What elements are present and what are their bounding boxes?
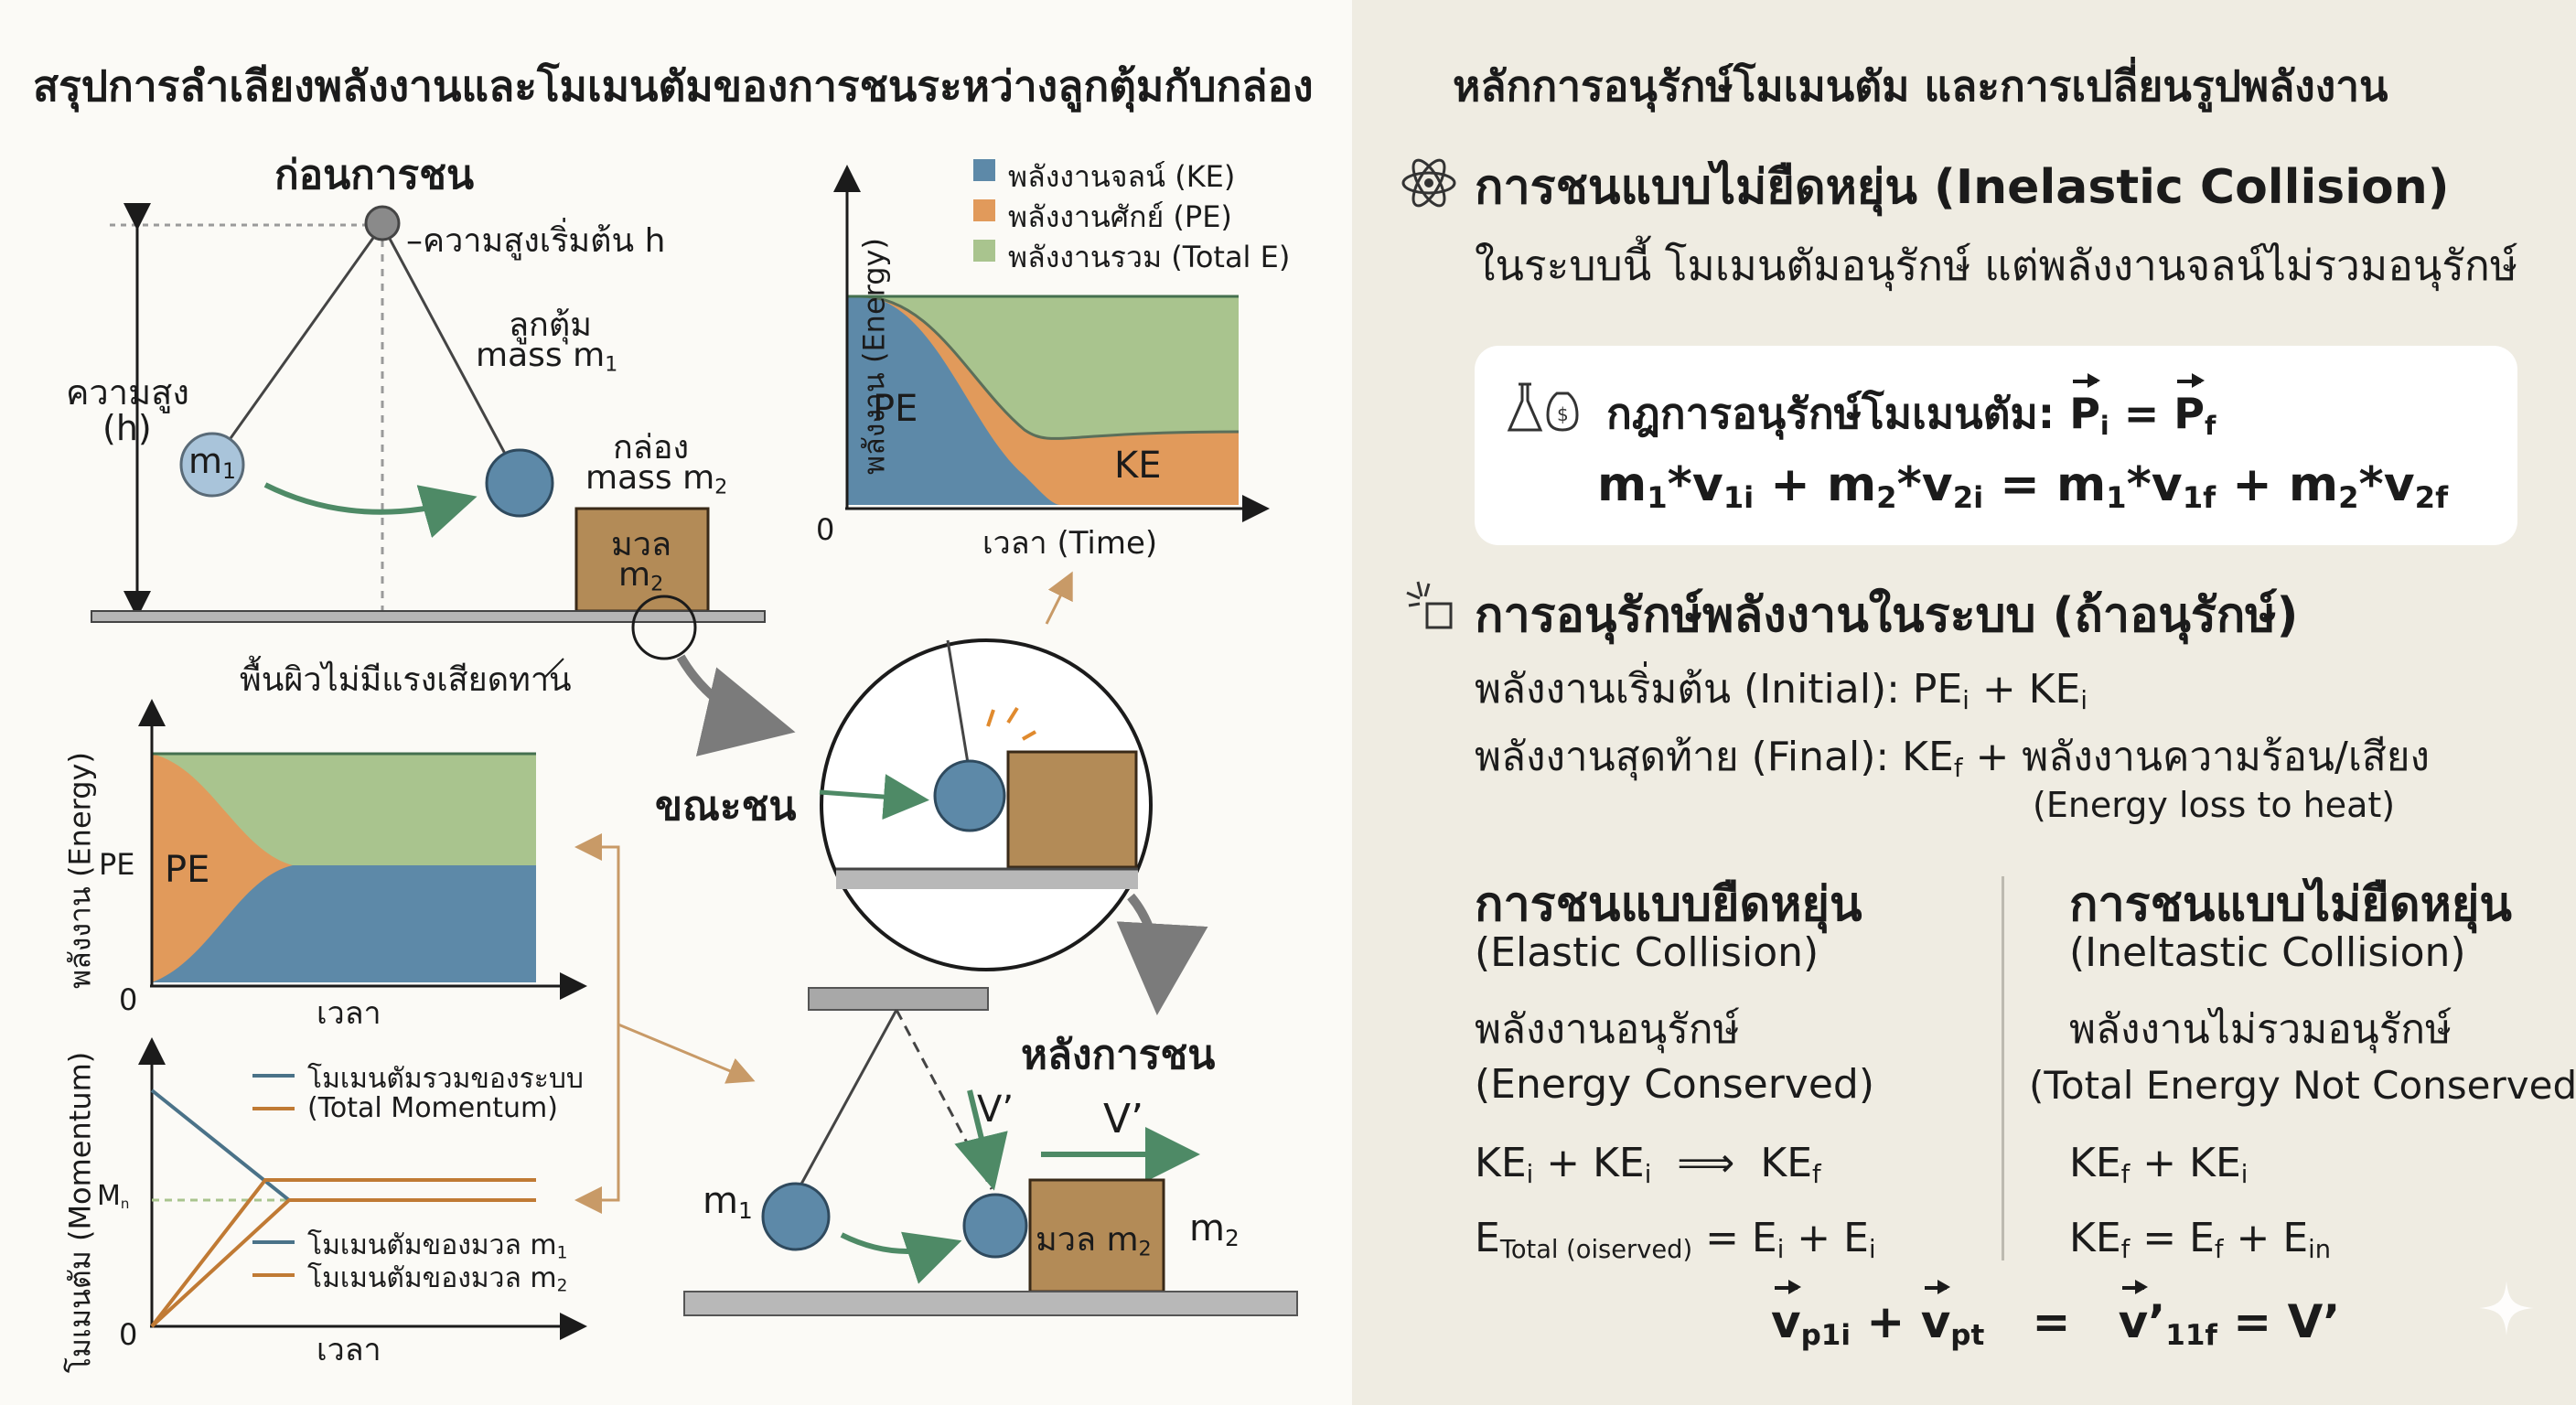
inelastic-col-heading-en: (Ineltastic Collision) [2069, 929, 2466, 976]
v-prime-box-label: V’ [1103, 1096, 1144, 1142]
frictionless-surface [91, 610, 766, 623]
inelastic-heading: การชนแบบไม่ยืดหยุ่น (Inelastic Collision… [1475, 160, 2450, 215]
initial-height-label: –ความสูงเริ่มต้น h [406, 222, 666, 260]
elastic-equation-1: KEi + KEi ⟹ KEf [1475, 1140, 1821, 1189]
elastic-heading-en: (Elastic Collision) [1475, 929, 1819, 976]
legend-total: พลังงานรวม (Total E) [1008, 240, 1291, 274]
before-scene [91, 203, 796, 756]
connector-arrows [574, 833, 756, 1214]
pendulum-start-ball [179, 432, 245, 498]
inelastic-col-heading: การชนแบบไม่ยืดหยุ่น [2069, 877, 2512, 932]
legend-pe: พลังงานศักย์ (PE) [1008, 199, 1232, 234]
pendulum-ball [485, 448, 554, 518]
top-chart-pe-label: PE [873, 388, 918, 430]
top-chart-xlabel: เวลา (Time) [982, 525, 1158, 562]
energy-chart-pe-label: PE [165, 849, 210, 891]
left-panel [0, 0, 1352, 1405]
momentum-chart-origin: 0 [119, 1317, 138, 1352]
v-prime-label: V’ [977, 1089, 1014, 1131]
energy-conservation-heading: การอนุรักษ์พลังงานในระบบ (ถ้าอนุรักษ์) [1475, 588, 2299, 643]
svg-text:$: $ [1557, 403, 1569, 425]
box-label: กล่อง [613, 429, 690, 467]
box-impact [1006, 750, 1138, 869]
pendulum-mass-label: mass m1 [476, 337, 618, 377]
box-inside-mass: มวล [611, 526, 672, 563]
after-m2-label: m2 [1189, 1207, 1240, 1252]
legend-total-swatch [973, 240, 995, 262]
legend-m1-momentum: โมเมนตัมของมวล m1 [307, 1229, 568, 1263]
left-title: สรุปการลำเลียงพลังงานและโมเมนตัมของการชน… [33, 61, 1314, 111]
inelastic-description: ในระบบนี้ โมเมนตัมอนุรักษ์ แต่พลังงานจลน… [1475, 241, 2518, 290]
pivot [364, 205, 401, 241]
legend-m2-momentum: โมเมนตัมของมวล m2 [307, 1262, 568, 1296]
pendulum-label: ลูกตุ้ม [509, 306, 592, 344]
spark-icon [1406, 581, 1453, 629]
momentum-chart-xlabel: เวลา [317, 1332, 381, 1368]
flask-money-icon: $ [1507, 382, 1579, 432]
elastic-heading: การชนแบบยืดหยุ่น [1475, 877, 1862, 932]
top-chart-ylabel: พลังงาน (Energy) [856, 238, 892, 475]
velocity-equation: vp1i + vpt = v’11f = V’ [1771, 1280, 2341, 1352]
energy-chart-origin: 0 [119, 982, 138, 1017]
elastic-equation-2: ETotal (oiserved) = Ei + Ei [1475, 1215, 1876, 1264]
momentum-law: กฎการอนุรักษ์โมเมนตัม: Pi = Pf [1606, 373, 2216, 442]
height-label: ความสูง [66, 372, 189, 413]
column-divider [2002, 876, 2004, 1260]
legend-pe-swatch [973, 199, 995, 221]
initial-energy: พลังงานเริ่มต้น (Initial): PEi + KEi [1475, 666, 2088, 715]
pendulum-ball-after-start [761, 1182, 831, 1251]
box-inside-m2: m2 [618, 556, 664, 596]
energy-chart-xlabel: เวลา [317, 995, 381, 1032]
box-after [1028, 1178, 1165, 1293]
during-scene [819, 571, 1208, 1015]
during-title: ขณะชน [655, 783, 797, 830]
after-scene [683, 987, 1298, 1316]
after-title: หลังการชน [1021, 1032, 1216, 1078]
right-panel [1352, 0, 2576, 1405]
elastic-energy-conserved: พลังงานอนุรักษ์ [1475, 1006, 1740, 1053]
inelastic-energy-not-conserved: พลังงานไม่รวมอนุรักษ์ [2069, 1006, 2452, 1053]
box [574, 507, 710, 613]
top-energy-chart [833, 159, 1270, 522]
after-box-label: มวล m2 [1036, 1221, 1152, 1261]
energy-chart-ylabel: พลังงาน (Energy) [62, 752, 98, 989]
surface-label: พื้นผิวไม่มีแรงเสียดทาน [240, 661, 572, 699]
momentum-chart-ylabel: โมเมนตัม (Momentum) [62, 1051, 98, 1374]
elastic-energy-conserved-en: (Energy Conserved) [1475, 1061, 1875, 1108]
legend-total-momentum-en: (Total Momentum) [307, 1092, 558, 1124]
momentum-chart [138, 1037, 587, 1340]
collision-diagram [91, 159, 1298, 1340]
momentum-equation: m1*v1i + m2*v2i = m1*v1f + m2*v2f [1597, 457, 2449, 516]
before-title: ก่อนการชน [274, 152, 475, 198]
momentum-chart-m-tick: Mn [97, 1180, 130, 1212]
momentum-law-card [1475, 346, 2517, 545]
energy-loss: (Energy loss to heat) [2033, 785, 2396, 825]
inelastic-energy-not-conserved-en: (Total Energy Not Conserved) [2029, 1063, 2576, 1108]
legend-ke-swatch [973, 159, 995, 181]
legend-ke: พลังงานจลน์ (KE) [1008, 159, 1236, 194]
atom-icon [1401, 158, 1456, 208]
top-chart-ke-label: KE [1114, 445, 1162, 487]
legend-total-momentum: โมเมนตัมรวมของระบบ [307, 1063, 584, 1095]
energy-chart-pe-tick: PE [99, 847, 135, 882]
m1-label: m1 [188, 441, 237, 484]
energy-chart [138, 699, 587, 1000]
sparkle-icon [2479, 1281, 2534, 1335]
height-symbol: (h) [102, 408, 152, 448]
inelastic-equation-1: KEf + KEi [2069, 1140, 2249, 1189]
top-chart-origin: 0 [816, 512, 835, 547]
pendulum-ball-impact [933, 759, 1006, 832]
inelastic-equation-2: KEf = Ef + Ein [2069, 1215, 2332, 1264]
after-m1-label: m1 [703, 1180, 753, 1225]
pendulum-ball-after [962, 1193, 1028, 1259]
right-title: หลักการอนุรักษ์โมเมนตัม และการเปลี่ยนรูป… [1453, 61, 2388, 111]
final-energy: พลังงานสุดท้าย (Final): KEf + พลังงานควา… [1475, 734, 2430, 783]
box-mass-label: mass m2 [585, 459, 728, 499]
